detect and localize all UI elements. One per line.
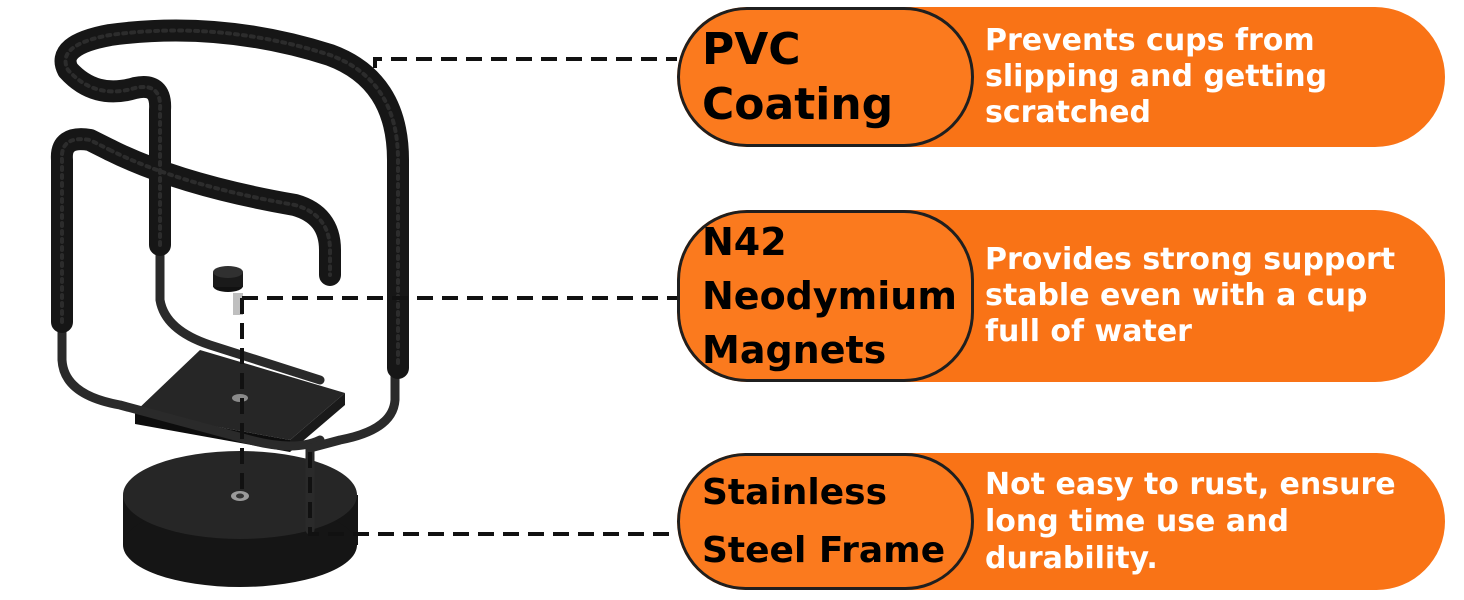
- callout-title-line: Stainless: [702, 471, 888, 513]
- leader-line-steel: [308, 452, 677, 536]
- callout-title-line: Steel Frame: [702, 529, 946, 571]
- magnetic-base: [123, 451, 358, 587]
- callout-description: Not easy to rust, ensure long time use a…: [985, 467, 1396, 576]
- callout-title: PVC Coating: [677, 7, 974, 147]
- pvc-texture: [59, 28, 400, 370]
- callout-title-line: Neodymium: [702, 274, 957, 318]
- thumb-screw: [213, 266, 243, 315]
- callout-pvc-coating: PVC Coating Prevents cups from slipping …: [677, 7, 1445, 147]
- callout-title: N42 Neodymium Magnets: [677, 210, 974, 382]
- callout-title-line: Magnets: [702, 328, 887, 372]
- leader-line-pvc: [373, 57, 677, 68]
- callout-title: Stainless Steel Frame: [677, 453, 974, 590]
- callout-title-line: Coating: [702, 79, 894, 130]
- cup-holder-product-image: [50, 19, 409, 587]
- callout-neodymium-magnets: N42 Neodymium Magnets Provides strong su…: [677, 210, 1445, 382]
- callout-title-line: N42: [702, 220, 787, 264]
- callout-description: Provides strong support stable even with…: [985, 242, 1396, 349]
- callout-title-line: PVC: [702, 24, 801, 75]
- callout-stainless-steel-frame: Stainless Steel Frame Not easy to rust, …: [677, 453, 1445, 590]
- callout-description: Prevents cups from slipping and getting …: [985, 23, 1328, 130]
